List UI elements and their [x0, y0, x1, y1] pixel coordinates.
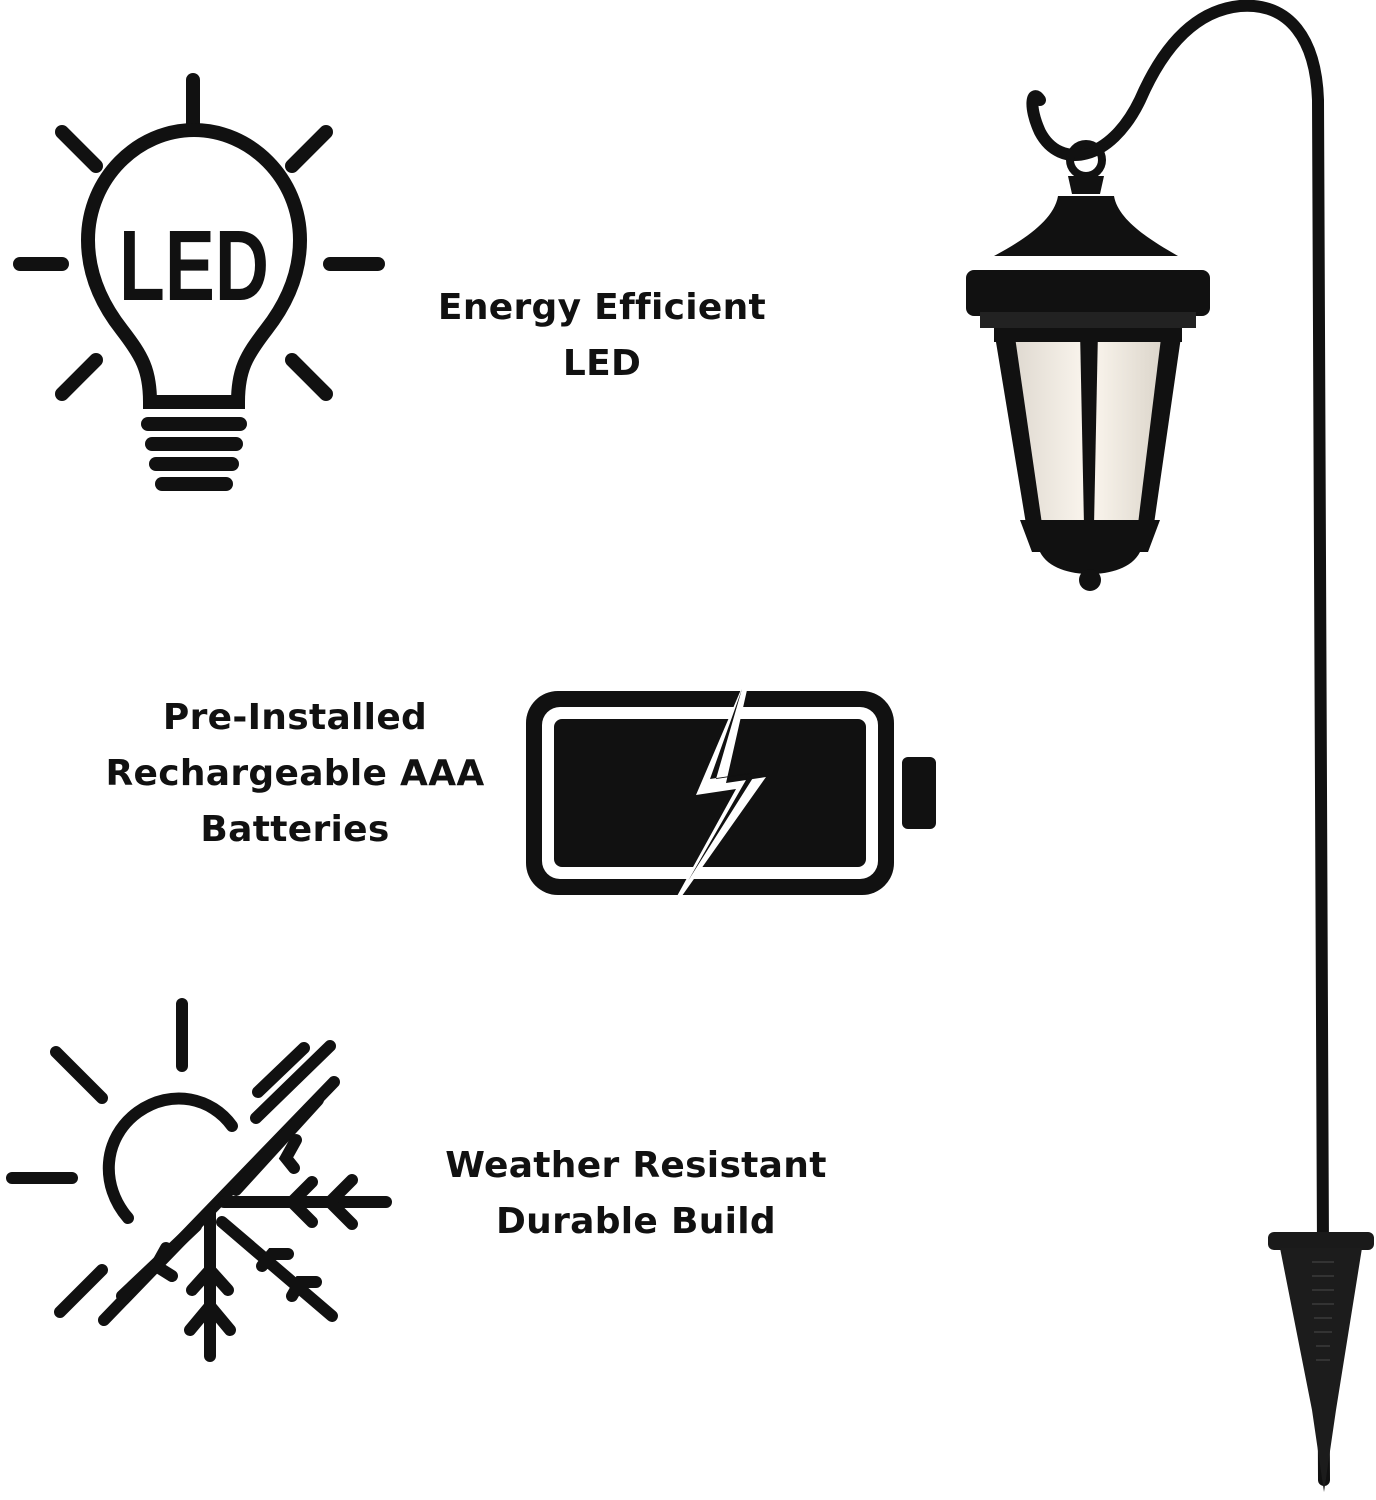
feature-weather-line-1: Weather Resistant — [445, 1145, 827, 1186]
feature-weather-text: Weather Resistant Durable Build — [412, 1138, 860, 1250]
shepherd-hook-lantern-image — [940, 0, 1376, 1500]
sun-snowflake-icon — [0, 990, 400, 1370]
led-icon-text: LED — [119, 210, 269, 322]
feature-battery-line-3: Batteries — [200, 809, 390, 850]
feature-led-text: Energy Efficient LED — [432, 280, 772, 392]
led-bulb-icon: LED — [0, 60, 400, 500]
feature-battery-line-2: Rechargeable AAA — [105, 753, 485, 794]
feature-led-line-2: LED — [562, 343, 642, 384]
feature-battery-text: Pre-Installed Rechargeable AAA Batteries — [80, 690, 510, 858]
rechargeable-battery-icon — [520, 655, 940, 935]
feature-battery-line-1: Pre-Installed — [162, 697, 428, 738]
feature-weather-line-2: Durable Build — [495, 1201, 777, 1242]
feature-led-line-1: Energy Efficient — [437, 287, 767, 328]
